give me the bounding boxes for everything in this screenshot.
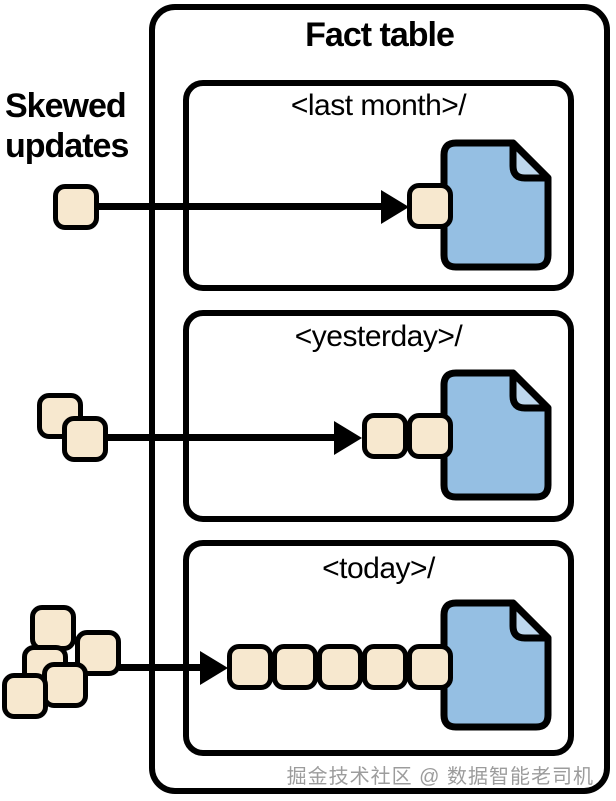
partition-update-row bbox=[362, 413, 453, 459]
skewed-updates-label: Skewed updates bbox=[5, 87, 129, 166]
update-square bbox=[272, 644, 318, 690]
partition-update-row bbox=[227, 644, 453, 690]
update-square bbox=[407, 644, 453, 690]
update-square bbox=[407, 183, 453, 229]
arrow-to-last-month bbox=[95, 203, 382, 210]
arrow-to-yesterday bbox=[105, 434, 335, 441]
file-icon bbox=[439, 598, 553, 732]
update-square bbox=[53, 184, 99, 230]
update-square bbox=[362, 413, 408, 459]
partition-label-today: <today>/ bbox=[322, 552, 435, 585]
fact-table-title: Fact table bbox=[305, 16, 455, 54]
update-square bbox=[362, 644, 408, 690]
partition-update-row bbox=[407, 183, 453, 229]
file-icon bbox=[439, 368, 553, 502]
partition-label-yesterday: <yesterday>/ bbox=[294, 320, 463, 353]
arrow-to-today bbox=[119, 664, 201, 671]
update-square bbox=[407, 413, 453, 459]
watermark-text: 掘金技术社区 @ 数据智能老司机 bbox=[286, 766, 594, 788]
update-square bbox=[62, 416, 108, 462]
update-square bbox=[227, 644, 273, 690]
update-square bbox=[317, 644, 363, 690]
partition-label-last-month: <last month>/ bbox=[290, 89, 467, 122]
update-cluster bbox=[53, 184, 99, 230]
update-square bbox=[2, 673, 48, 719]
update-cluster bbox=[2, 605, 121, 720]
update-cluster bbox=[37, 393, 108, 462]
file-icon bbox=[439, 138, 553, 272]
update-square bbox=[42, 662, 88, 708]
